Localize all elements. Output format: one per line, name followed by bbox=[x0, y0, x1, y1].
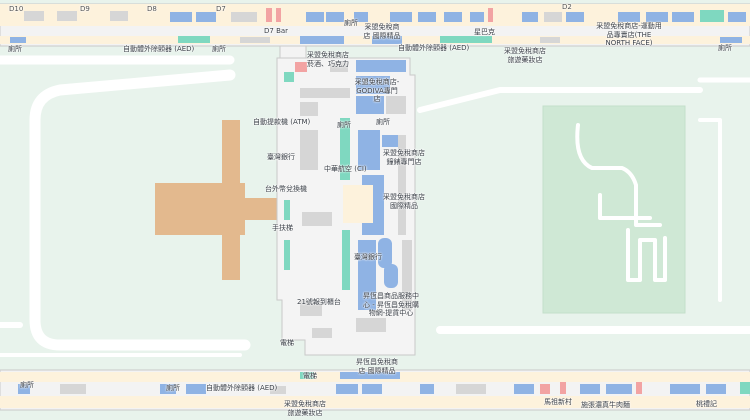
everrich-sports-label[interactable]: 采盟免稅商店-運動用品專賣店(THE NORTH FACE) bbox=[596, 22, 662, 47]
counter-21-label[interactable]: 21號報到櫃台 bbox=[297, 298, 341, 306]
toilet-top-center-label[interactable]: 廁所 bbox=[212, 45, 226, 53]
starbucks-label[interactable]: 星巴克 bbox=[474, 28, 495, 36]
everrich-intl-top-label[interactable]: 采盟免稅商店 國際精品 bbox=[363, 23, 401, 40]
chen-yun-label[interactable]: 桃禮記 bbox=[696, 400, 717, 408]
everrich-travel-pharmacy-top-label[interactable]: 采盟免稅商店 旅遊藥妝店 bbox=[504, 47, 546, 64]
everrich-intl-mid-label[interactable]: 采盟免稅商店 國際精品 bbox=[383, 193, 425, 210]
roads bbox=[0, 55, 750, 357]
gate-d2-label[interactable]: D2 bbox=[562, 3, 572, 11]
toilet-bottom-center-label[interactable]: 廁所 bbox=[166, 384, 180, 392]
beef-noodles-label[interactable]: 施張濃真牛肉麵 bbox=[581, 401, 630, 409]
ever-intl-bottom-label[interactable]: 昇恆昌免稅商店 國際精品 bbox=[356, 358, 398, 375]
aed-top-center-label[interactable]: 自動體外除顫器 (AED) bbox=[398, 44, 470, 52]
toilet-top-left-label[interactable]: 廁所 bbox=[8, 45, 22, 53]
escalator-label[interactable]: 手扶梯 bbox=[272, 224, 293, 232]
aed-bottom-label[interactable]: 自動體外除顫器 (AED) bbox=[206, 384, 278, 392]
fx-machine-label[interactable]: 台外幣兌換機 bbox=[265, 185, 307, 193]
toilet-bottom-left-label[interactable]: 廁所 bbox=[20, 381, 34, 389]
gate-d7-label[interactable]: D7 bbox=[216, 5, 226, 13]
main-pier bbox=[276, 57, 416, 356]
china-airlines-label[interactable]: 中華航空 (CI) bbox=[324, 165, 367, 173]
d7-bar-label[interactable]: D7 Bar bbox=[264, 27, 289, 35]
taiwan-bank-1-label[interactable]: 臺灣銀行 bbox=[267, 153, 295, 161]
gate-d8-label[interactable]: D8 bbox=[147, 5, 157, 13]
elevator-1-label[interactable]: 電梯 bbox=[280, 339, 294, 347]
everrich-travel-pharmacy-bottom-label[interactable]: 采盟免稅商店 旅遊藥妝店 bbox=[284, 400, 326, 417]
toilet-pier-top-label[interactable]: 廁所 bbox=[344, 19, 358, 27]
everrich-watch-label[interactable]: 采盟免稅商店 鐘錶專門店 bbox=[383, 149, 425, 166]
park-paths bbox=[575, 123, 667, 282]
gate-d10-label[interactable]: D10 bbox=[9, 5, 24, 13]
toilet-top-right-label[interactable]: 廁所 bbox=[718, 44, 732, 52]
taiwan-bank-2-label[interactable]: 臺灣銀行 bbox=[354, 253, 382, 261]
aed-top-left-label[interactable]: 自動體外除顫器 (AED) bbox=[123, 45, 195, 53]
mahe-village-label[interactable]: 馬祖新村 bbox=[544, 398, 572, 406]
toilet-mid-left-label[interactable]: 廁所 bbox=[337, 121, 351, 129]
everrich-liquor-label[interactable]: 采盟免稅商店 菸酒、巧克力 bbox=[307, 51, 349, 68]
atm-label[interactable]: 自動提款機 (ATM) bbox=[253, 118, 311, 126]
everrich-godiva-label[interactable]: 采盟免稅商店-GODIVA專門店 bbox=[354, 78, 400, 103]
apron-area bbox=[155, 120, 282, 280]
pier-connector bbox=[279, 45, 307, 59]
gate-d9-label[interactable]: D9 bbox=[80, 5, 90, 13]
top-concourse bbox=[0, 3, 750, 47]
elevator-2-label[interactable]: 電梯 bbox=[303, 372, 317, 380]
bottom-concourse bbox=[0, 369, 750, 411]
toilet-mid-right-label[interactable]: 廁所 bbox=[376, 118, 390, 126]
eslite-service-label[interactable]: 昇恆昌商品服務中心 - 昇恆昌免稅購物網-提貨中心 bbox=[363, 292, 419, 317]
